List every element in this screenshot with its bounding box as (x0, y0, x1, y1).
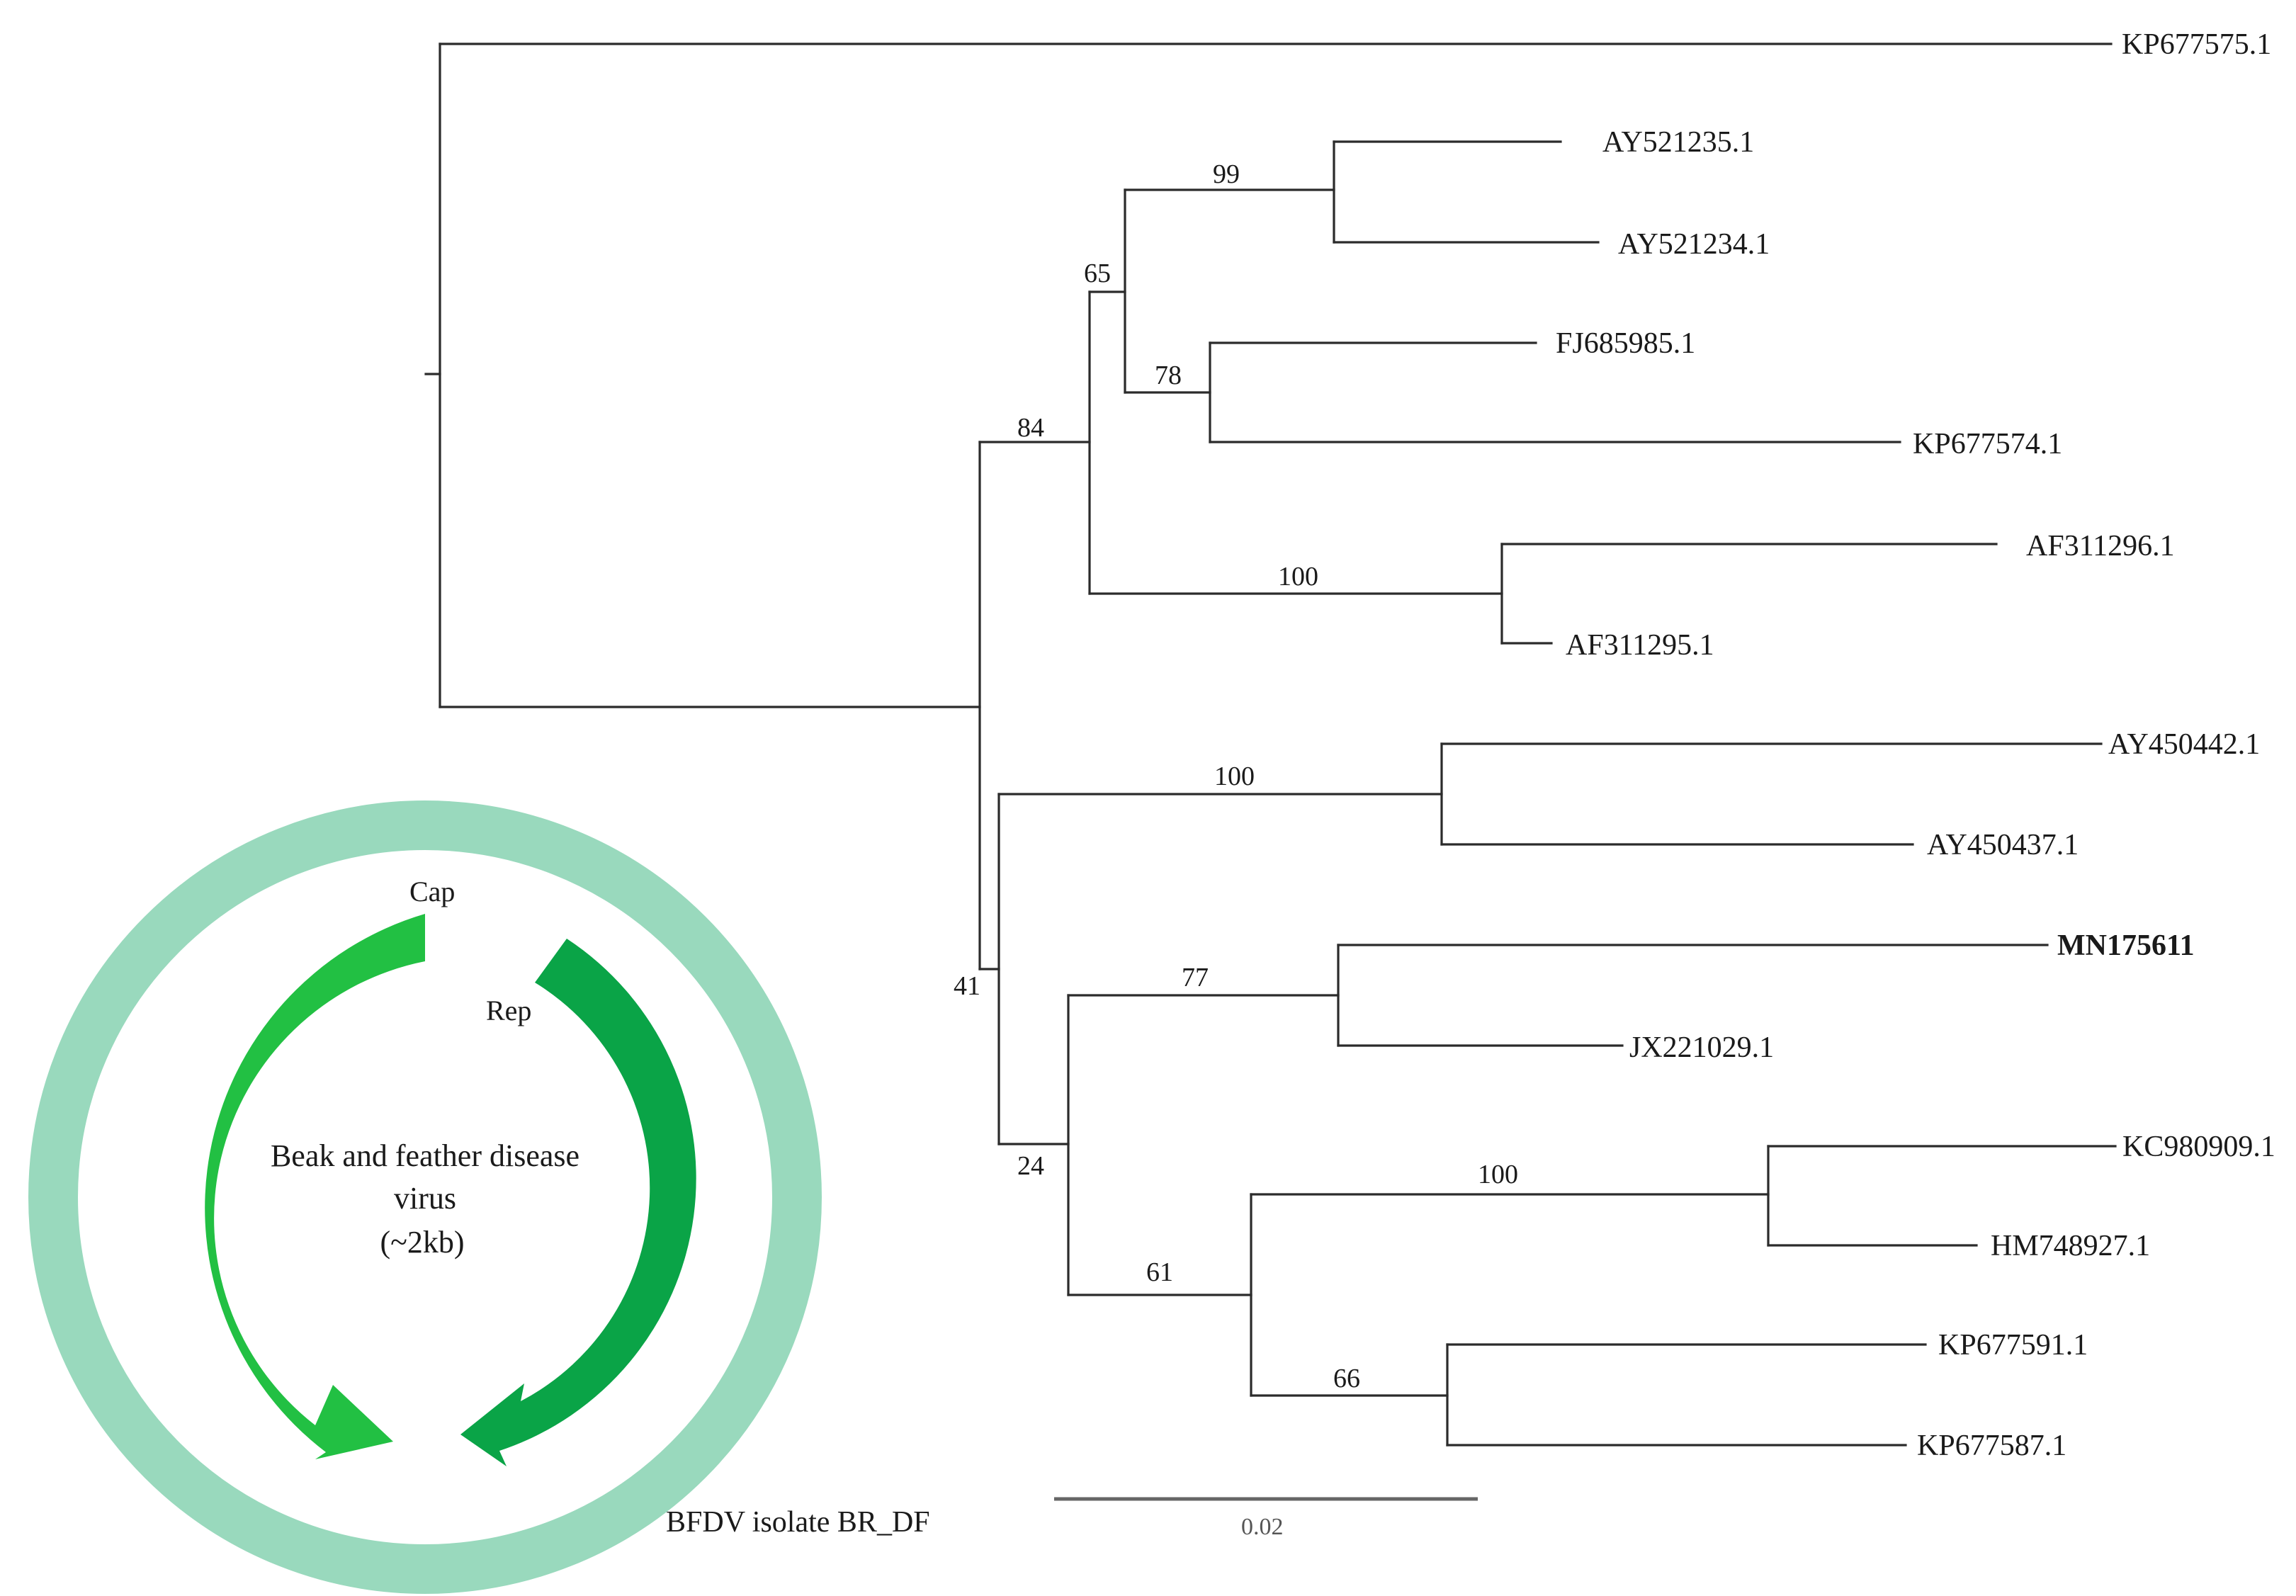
taxon-label: KP677575.1 (2122, 28, 2271, 61)
bootstrap-value: 100 (1478, 1160, 1518, 1189)
bootstrap-value: 41 (954, 971, 980, 1001)
genome-ring (28, 800, 822, 1594)
taxon-label: HM748927.1 (1991, 1230, 2150, 1262)
taxon-labels: KP677575.1 AY521235.1 AY521234.1 FJ68598… (1556, 28, 2275, 1462)
bootstrap-values: 99 65 78 84 100 100 41 77 24 100 61 66 (954, 159, 1518, 1393)
rep-gene-label: Rep (486, 995, 531, 1026)
taxon-label: AF311295.1 (1566, 629, 1714, 662)
phylogenetic-tree: KP677575.1 AY521235.1 AY521234.1 FJ68598… (424, 28, 2275, 1540)
bootstrap-value: 100 (1214, 762, 1255, 791)
taxon-label: FJ685985.1 (1556, 327, 1695, 360)
isolate-label: BFDV isolate BR_DF (666, 1506, 930, 1539)
bootstrap-value: 100 (1278, 562, 1318, 592)
cap-gene-arrow (205, 914, 425, 1459)
virus-name-line1: Beak and feather disease (271, 1138, 579, 1173)
bootstrap-value: 65 (1084, 259, 1111, 288)
taxon-label: KP677591.1 (1938, 1329, 2088, 1362)
scale-bar: 0.02 (1054, 1497, 1478, 1540)
bootstrap-value: 77 (1182, 963, 1209, 992)
taxon-label: KP677587.1 (1917, 1430, 2066, 1462)
virus-name-line2: virus (394, 1181, 456, 1216)
bootstrap-value: 66 (1333, 1364, 1360, 1393)
taxon-label: AY521235.1 (1602, 126, 1754, 159)
bootstrap-value: 24 (1017, 1151, 1044, 1181)
cap-gene-label: Cap (409, 876, 455, 907)
bootstrap-value: 84 (1017, 413, 1044, 443)
rep-gene-arrow (460, 939, 696, 1466)
taxon-label: AY521234.1 (1618, 228, 1770, 261)
taxon-label: JX221029.1 (1629, 1031, 1774, 1064)
taxon-label: AF311296.1 (2026, 530, 2175, 562)
bootstrap-value: 99 (1213, 159, 1240, 189)
bootstrap-value: 61 (1146, 1257, 1173, 1287)
taxon-label-highlighted: MN175611 (2057, 929, 2195, 962)
taxon-label: KP677574.1 (1913, 428, 2062, 460)
taxon-label: AY450437.1 (1927, 829, 2079, 861)
taxon-label: AY450442.1 (2108, 728, 2260, 761)
scale-bar-label: 0.02 (1241, 1514, 1284, 1540)
genome-map: Cap Rep Beak and feather disease virus (… (28, 800, 930, 1594)
bootstrap-value: 78 (1155, 361, 1182, 390)
genome-size-label: (~2kb) (380, 1225, 464, 1260)
taxon-label: KC980909.1 (2122, 1131, 2275, 1163)
